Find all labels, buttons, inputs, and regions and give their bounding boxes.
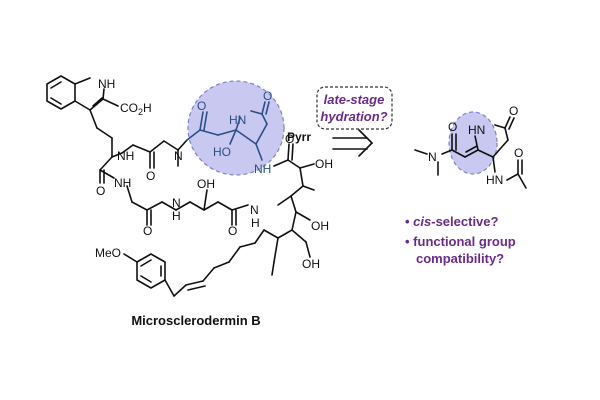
indole-ring [46, 75, 119, 139]
retro-hn-label: HN [468, 123, 485, 137]
retro-o-label-1: O [448, 120, 457, 134]
oh-2-label: OH [311, 219, 329, 233]
retrosynthesis-arrow [332, 129, 373, 157]
n-lower2-label: N [172, 196, 181, 210]
bullet-cis-selective: • cis-selective? [405, 214, 499, 229]
pyrr-fragment-label: Pyrr [287, 130, 311, 144]
compound-name-caption: Microsclerodermin B [131, 313, 260, 328]
o-left1-label: O [96, 184, 105, 198]
callout-line-1: late-stage [324, 92, 385, 107]
co2h-label: CO2H [120, 101, 152, 117]
o-left2-label: O [143, 224, 152, 238]
callout-line-2: hydration? [320, 109, 387, 124]
oh-mid-label: OH [197, 177, 215, 191]
o-top-label: O [146, 169, 155, 183]
o-mid-label: O [228, 224, 237, 238]
pyrr-hn-label: HN [229, 113, 246, 127]
oh-3-label: OH [302, 257, 320, 271]
methoxy-label: MeO [95, 246, 121, 260]
retro-n-label: N [428, 150, 437, 164]
macrocycle-right-bonds [173, 143, 315, 297]
callout-box [316, 86, 393, 130]
oh-1-label: OH [315, 157, 333, 171]
nh-label-1: NH [117, 149, 134, 163]
h-lower2-label: H [172, 209, 181, 223]
macrocycle-left-bonds [99, 137, 249, 226]
n-methyl-label: N [174, 149, 183, 163]
pyrr-ho-label: HO [213, 145, 231, 159]
methoxyphenyl-ring [123, 253, 175, 297]
o-carbonyl-label: O [285, 132, 294, 146]
indole-nh-label: NH [98, 77, 115, 91]
retro-o-label-2: O [509, 104, 518, 118]
pyrrolidinone-fragment [186, 101, 270, 161]
nh-lower-label: NH [114, 176, 131, 190]
enamide-fragment [414, 116, 527, 189]
pyrr-ring-o-label: O [263, 89, 272, 103]
retro-hn-label-2: HN [486, 173, 503, 187]
n-amide-label: N [250, 203, 259, 217]
bullet-compatibility: compatibility? [416, 251, 504, 266]
retro-highlight-circle [448, 111, 498, 175]
pyrr-o-label: O [197, 99, 206, 113]
h-amide-label: H [251, 216, 260, 230]
retro-o-label-3: O [514, 146, 523, 160]
pyrr-nh-label: NH [254, 162, 271, 176]
bullet-functional-group: • functional group [405, 234, 516, 249]
